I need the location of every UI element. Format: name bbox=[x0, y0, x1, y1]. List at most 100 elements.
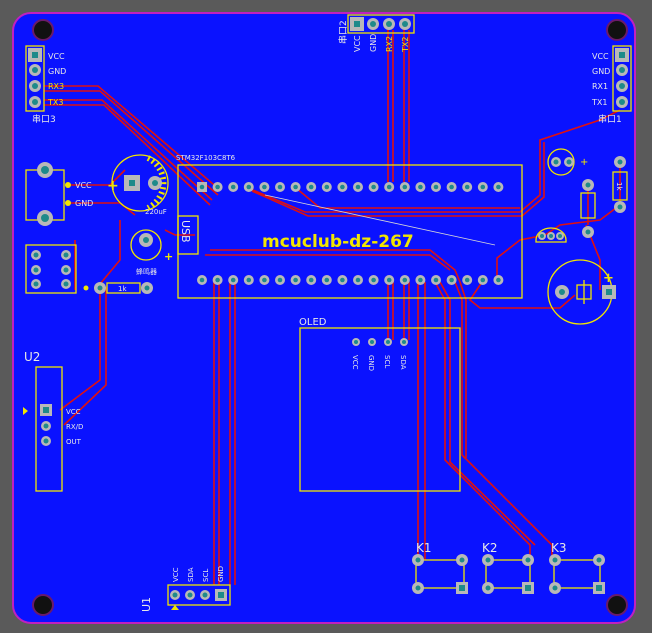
u2-pin-rx: RX/D bbox=[66, 423, 83, 431]
mount-hole-bl bbox=[32, 594, 54, 616]
serial2-header: VCC GND RX2 TX2 串口2 bbox=[338, 14, 415, 53]
slide-switch bbox=[25, 244, 77, 294]
serial3-label: 串口3 bbox=[32, 114, 56, 125]
serial3-header: VCC GND RX3 TX3 串口3 bbox=[25, 45, 66, 125]
mcu-bot-hole-7 bbox=[293, 277, 298, 283]
mcu-top-hole-14 bbox=[402, 184, 408, 190]
cap-plus: + bbox=[107, 178, 119, 194]
button-k1[interactable]: K1 bbox=[412, 541, 468, 594]
mcu-top-hole-17 bbox=[449, 184, 454, 190]
u1-pin-vcc: VCC bbox=[172, 567, 180, 582]
p2-pin-gnd: GND bbox=[369, 34, 378, 52]
res-left-value: 1k bbox=[118, 285, 127, 293]
mcu-top-hole-4 bbox=[246, 184, 252, 190]
p3-pin-rx3: RX3 bbox=[48, 82, 64, 91]
p1-pin-rx1: RX1 bbox=[592, 82, 608, 91]
u2-label: U2 bbox=[24, 350, 40, 364]
big-buzzer: + bbox=[547, 259, 616, 325]
u2-sensor: U2 VCC RX/D OUT bbox=[23, 350, 83, 492]
u2-pin-out: OUT bbox=[66, 438, 82, 446]
u2-pin-vcc: VCC bbox=[66, 408, 81, 416]
p3-pin-tx3: TX3 bbox=[47, 98, 63, 107]
u1-header: U1 VCC SDA SCL GND bbox=[140, 566, 231, 612]
mcu-bot-hole-16 bbox=[433, 277, 439, 283]
mount-hole-tl bbox=[32, 19, 54, 41]
mount-hole-tr bbox=[606, 19, 628, 41]
buzzer: + 蜂鸣器 bbox=[130, 229, 173, 276]
mcu-top-hole-9 bbox=[324, 184, 330, 190]
capacitor-220uf: + 220uF bbox=[107, 154, 169, 216]
button-k3[interactable]: K3 bbox=[549, 541, 605, 594]
mcu-chip-label: STM32F103C8T6 bbox=[176, 154, 236, 162]
oled-label: OLED bbox=[299, 317, 327, 328]
led-plus: + bbox=[580, 157, 588, 168]
mcu-top-hole-18 bbox=[464, 184, 470, 190]
mcu-top-hole-13 bbox=[386, 184, 392, 190]
p2-pin-tx2: TX2 bbox=[401, 37, 410, 53]
right-resistor-2 bbox=[580, 179, 596, 238]
mcu-bot-hole-4 bbox=[246, 277, 252, 283]
mcu-top-hole-19 bbox=[480, 184, 486, 190]
p2-pin-vcc: VCC bbox=[353, 35, 362, 52]
stm32-module: USB STM32F103C8T6 mcuclub-dz-267 bbox=[176, 154, 523, 299]
mcu-top-hole-3 bbox=[230, 184, 236, 190]
mcu-bot-hole-14 bbox=[402, 277, 408, 283]
serial1-label: 串口1 bbox=[598, 114, 622, 125]
u1-pin-scl: SCL bbox=[202, 569, 210, 582]
mcu-bot-hole-17 bbox=[449, 277, 454, 283]
mount-hole-br bbox=[606, 594, 628, 616]
p1-pin-tx1: TX1 bbox=[591, 98, 607, 107]
p3-pin-vcc: VCC bbox=[48, 52, 65, 61]
p3-pin-gnd: GND bbox=[48, 67, 66, 76]
mcu-bot-hole-9 bbox=[324, 277, 330, 283]
mcu-bot-hole-1 bbox=[199, 277, 205, 283]
mcu-bot-hole-5 bbox=[262, 277, 267, 283]
u1-label: U1 bbox=[140, 597, 153, 612]
right-resistor-vertical: 1k bbox=[612, 156, 628, 213]
mcu-bot-hole-8 bbox=[308, 277, 314, 283]
oled-pin-1: VCC bbox=[351, 355, 359, 370]
mcu-bot-hole-12 bbox=[371, 277, 376, 283]
pwr-pin-vcc: VCC bbox=[75, 181, 92, 190]
mcu-top-hole-11 bbox=[355, 184, 361, 190]
pwr-pin-gnd: GND bbox=[75, 199, 93, 208]
mcu-top-hole-1 bbox=[199, 184, 205, 190]
mcu-bot-hole-11 bbox=[355, 277, 361, 283]
p1-pin-gnd: GND bbox=[592, 67, 610, 76]
serial1-header: VCC GND RX1 TX1 串口1 bbox=[591, 45, 632, 125]
usb-label: USB bbox=[179, 220, 192, 243]
mcu-bot-hole-19 bbox=[480, 277, 486, 283]
oled-pin-2: GND bbox=[367, 355, 375, 371]
mcu-top-hole-2 bbox=[215, 184, 220, 190]
buzzer-plus: + bbox=[164, 250, 173, 263]
k1-label: K1 bbox=[416, 541, 432, 555]
mcu-bot-hole-6 bbox=[277, 277, 283, 283]
p1-pin-vcc: VCC bbox=[592, 52, 609, 61]
mcu-top-hole-7 bbox=[293, 184, 298, 190]
resistor-left: 1k bbox=[83, 282, 153, 294]
mcu-bot-hole-18 bbox=[464, 277, 470, 283]
mcu-bot-hole-20 bbox=[496, 277, 501, 283]
mcu-bot-hole-13 bbox=[386, 277, 392, 283]
oled-display: OLED VCC GND SCL SDA bbox=[299, 317, 461, 492]
res-right-value: 1k bbox=[615, 182, 623, 191]
serial2-label: 串口2 bbox=[338, 20, 349, 44]
mcu-top-hole-8 bbox=[308, 184, 314, 190]
mcu-top-hole-16 bbox=[433, 184, 439, 190]
p2-pin-rx2: RX2 bbox=[385, 36, 394, 52]
mcu-bot-hole-3 bbox=[230, 277, 236, 283]
mcu-top-hole-6 bbox=[277, 184, 283, 190]
oled-pin-3: SCL bbox=[383, 355, 391, 368]
mcu-top-hole-5 bbox=[262, 184, 267, 190]
mcu-top-hole-12 bbox=[371, 184, 376, 190]
button-k2[interactable]: K2 bbox=[482, 541, 534, 594]
cap-value: 220uF bbox=[145, 208, 167, 216]
mcu-bottom-pins bbox=[197, 275, 504, 285]
mcu-top-hole-20 bbox=[496, 184, 501, 190]
k2-label: K2 bbox=[482, 541, 498, 555]
mcu-top-hole-15 bbox=[418, 184, 423, 190]
k3-label: K3 bbox=[551, 541, 567, 555]
buzzer-label: 蜂鸣器 bbox=[136, 267, 157, 276]
transistor bbox=[535, 227, 567, 243]
